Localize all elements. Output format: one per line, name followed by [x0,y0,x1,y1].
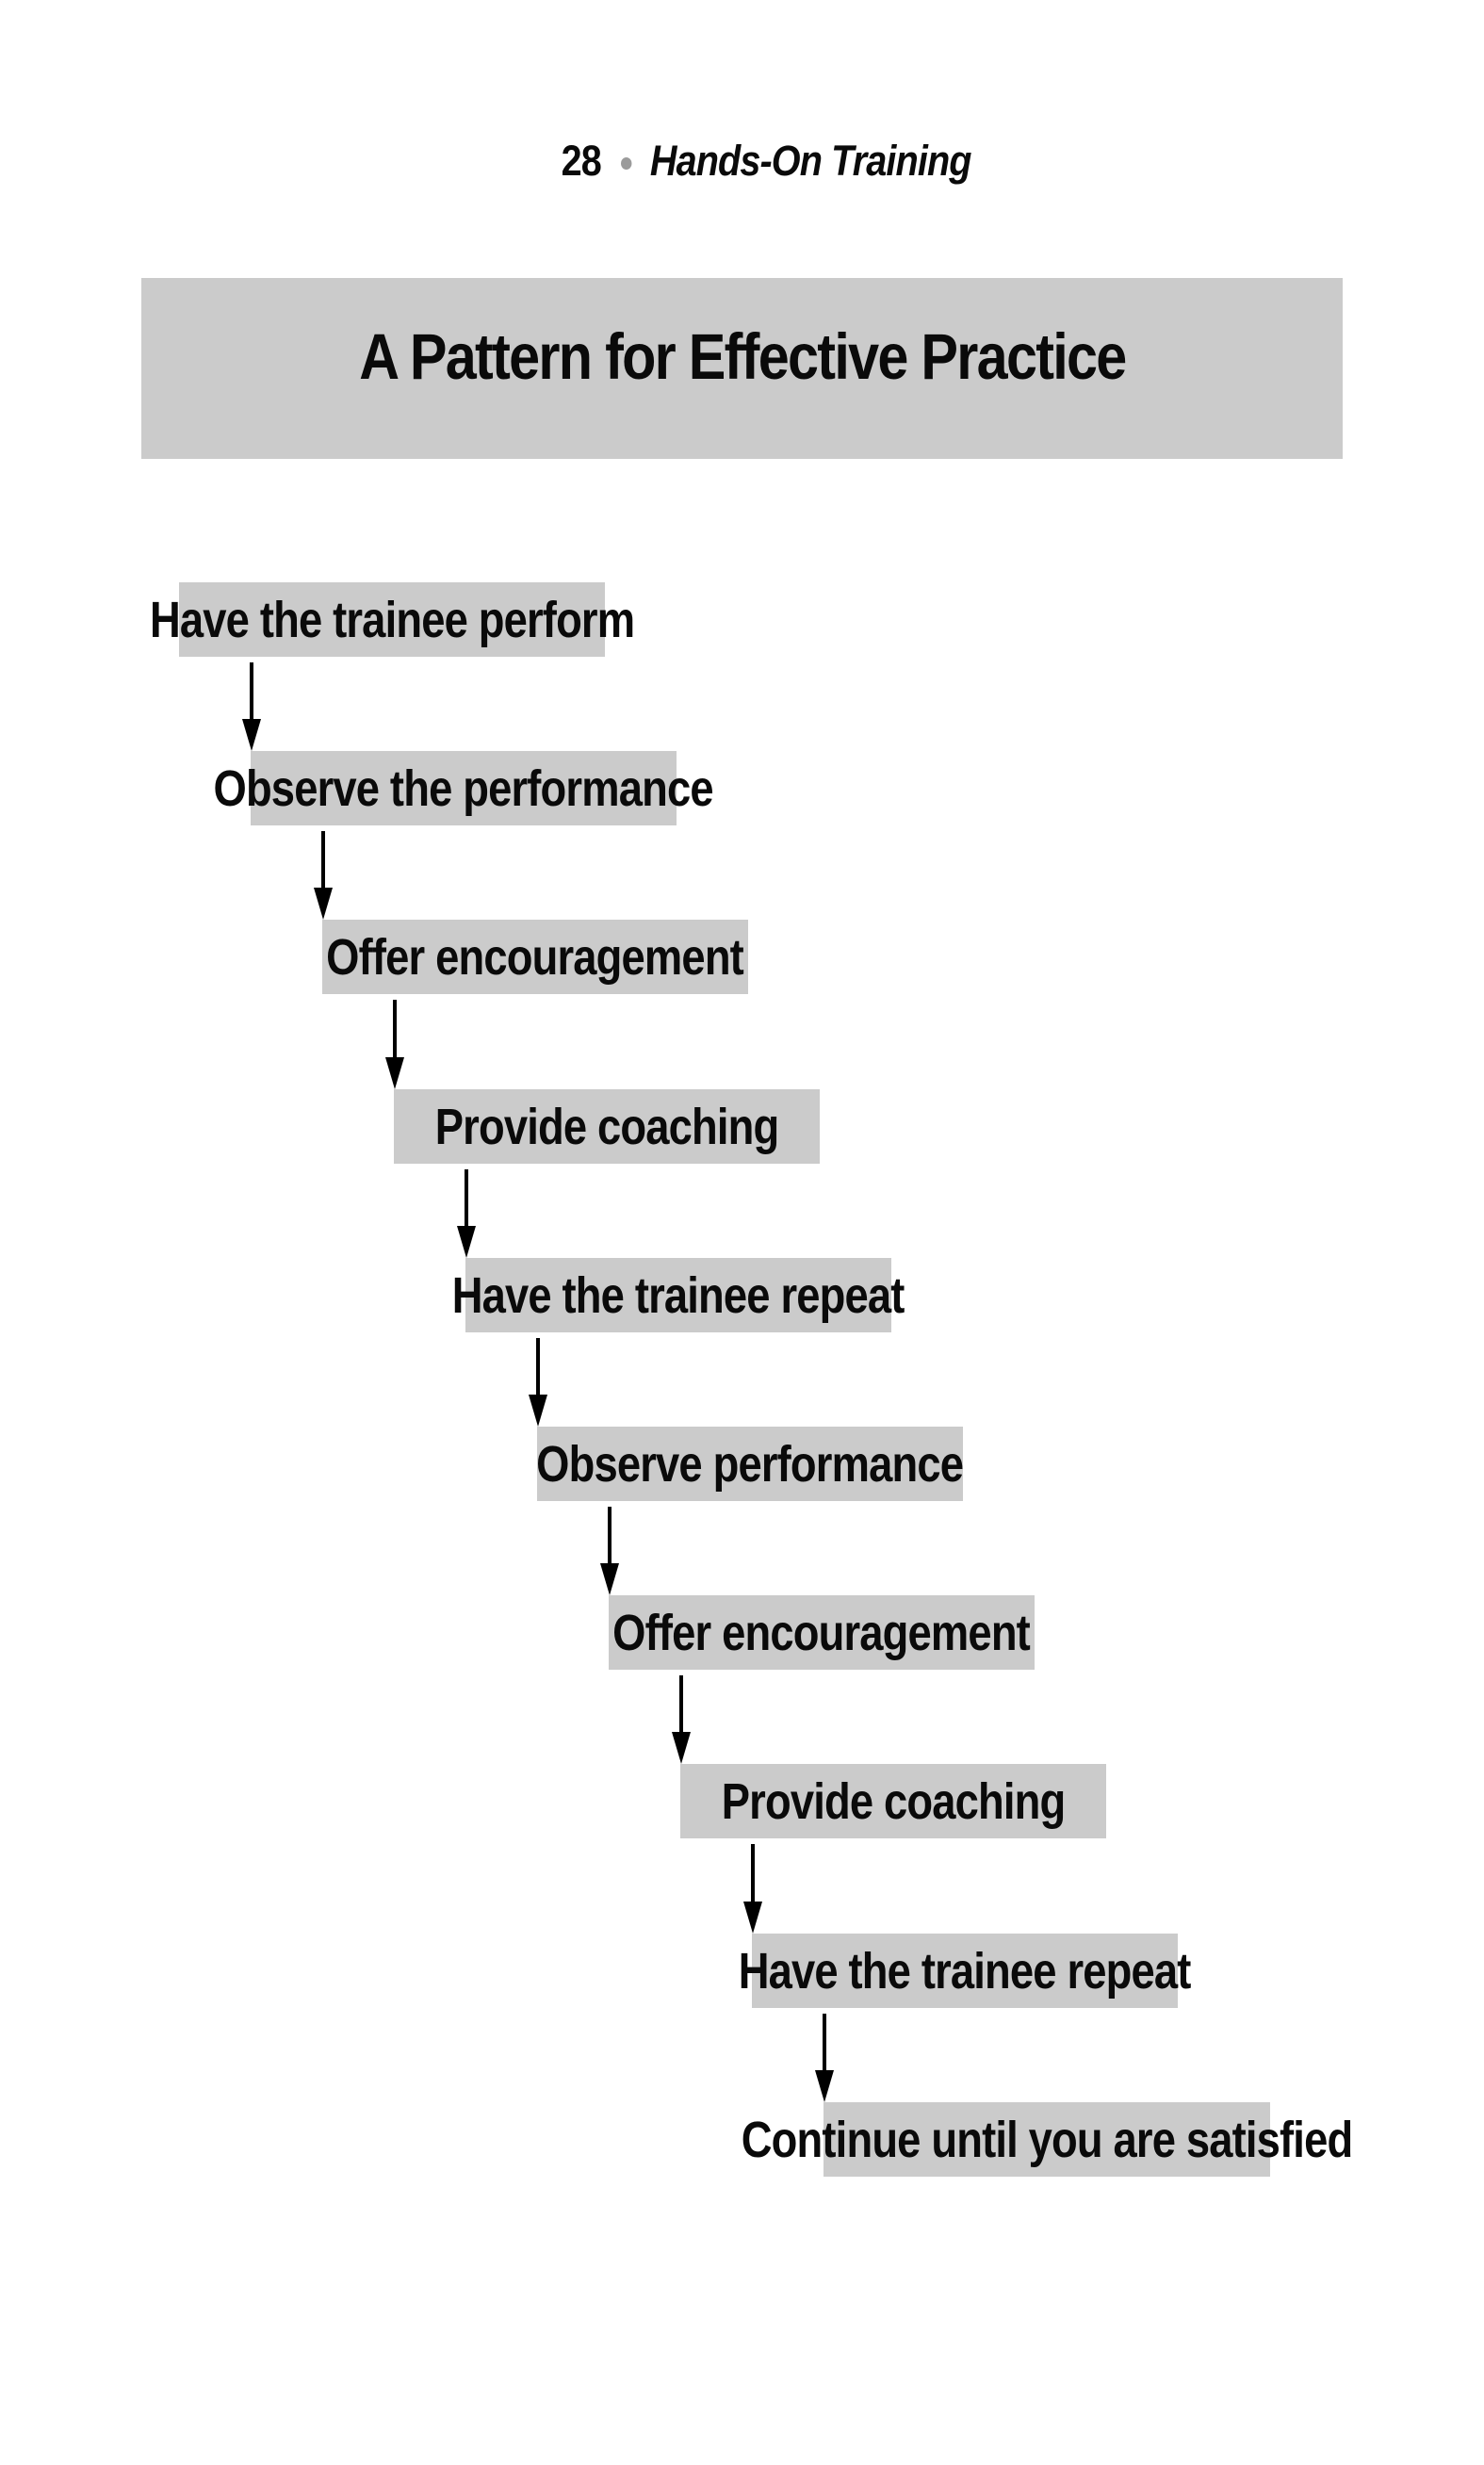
arrow-stem [536,1338,540,1400]
arrow-stem [393,1000,397,1063]
diagram-title: A Pattern for Effective Practice [358,319,1127,393]
flow-step-box: Provide coaching [680,1764,1106,1838]
arrow-head-icon [457,1226,476,1258]
book-title: Hands-On Training [650,137,972,185]
arrow-head-icon [600,1563,619,1595]
flow-step-box: Provide coaching [394,1089,820,1164]
flow-step-box: Have the trainee perform [150,582,635,657]
flow-step-box: Have the trainee repeat [739,1934,1192,2008]
arrow-stem [679,1675,683,1738]
arrow-head-icon [314,888,333,920]
arrow-stem [823,2014,826,2076]
flow-step-label: Offer encouragement [326,928,745,986]
flow-step-label: Observe the performance [213,759,714,817]
flow-step-box: Observe performance [536,1427,965,1501]
running-head: 28 Hands-On Training [24,139,1484,182]
arrow-head-icon [242,719,261,751]
arrow-stem [321,831,325,893]
arrow-stem [250,662,253,725]
flow-step-box: Offer encouragement [609,1595,1035,1670]
flow-step-label: Have the trainee repeat [452,1266,905,1324]
flow-step-box: Continue until you are satisfied [742,2102,1353,2177]
arrow-stem [751,1844,755,1907]
arrow-stem [465,1169,468,1232]
flow-step-label: Continue until you are satisfied [741,2111,1353,2168]
flow-step-box: Have the trainee repeat [452,1258,905,1332]
bullet-separator-icon [621,156,632,170]
arrow-head-icon [743,1902,762,1934]
arrow-head-icon [385,1057,404,1089]
arrow-stem [608,1507,612,1569]
flow-step-label: Have the trainee perform [149,591,635,648]
title-banner: A Pattern for Effective Practice [141,278,1343,459]
flow-step-label: Observe performance [536,1435,965,1493]
flow-step-label: Provide coaching [721,1772,1067,1830]
arrow-head-icon [529,1395,547,1427]
flow-step-label: Provide coaching [434,1098,780,1155]
page-number: 28 [562,137,602,185]
arrow-head-icon [672,1732,691,1764]
flow-step-label: Have the trainee repeat [739,1942,1192,2000]
flow-step-box: Observe the performance [214,751,714,825]
running-head-text: 28 Hands-On Training [562,137,972,185]
flow-step-label: Offer encouragement [612,1604,1032,1661]
arrow-head-icon [815,2070,834,2102]
flow-step-box: Offer encouragement [322,920,748,994]
